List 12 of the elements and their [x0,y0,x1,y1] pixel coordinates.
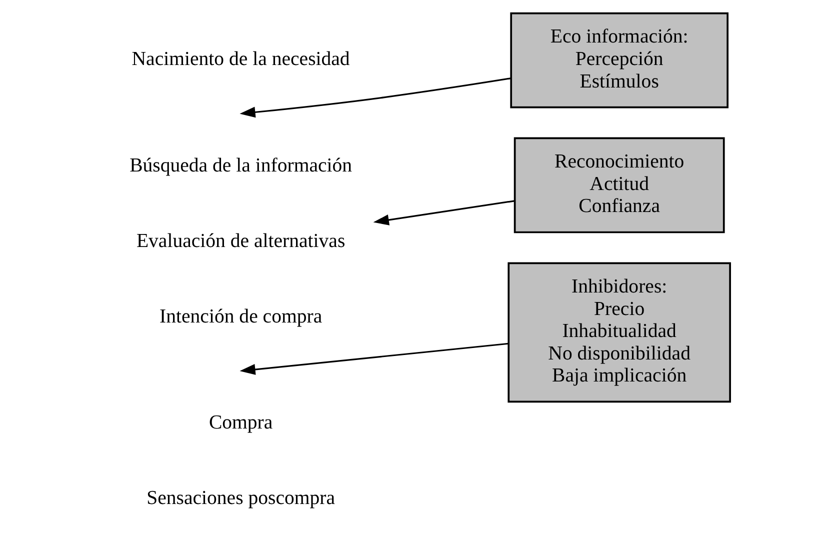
node-text: Compra [208,412,272,434]
node-box: Inhibidores: Precio Inhabitualidad No disponibilidad Baja implicación [507,262,730,403]
node-text: Intención de compra [159,305,322,328]
node-text: Evaluación de alternativas [136,230,345,252]
node-text: Búsqueda de la información [129,154,352,176]
arrow [372,200,514,226]
arrow [239,342,508,375]
node-box: Eco información: Percepción Estímulos [510,12,728,108]
node-text: Sensaciones poscompra [146,487,335,510]
node-box: Reconocimiento Actitud Confianza [513,137,724,234]
arrow [239,78,511,118]
node-text: Nacimiento de la necesidad [131,48,350,70]
